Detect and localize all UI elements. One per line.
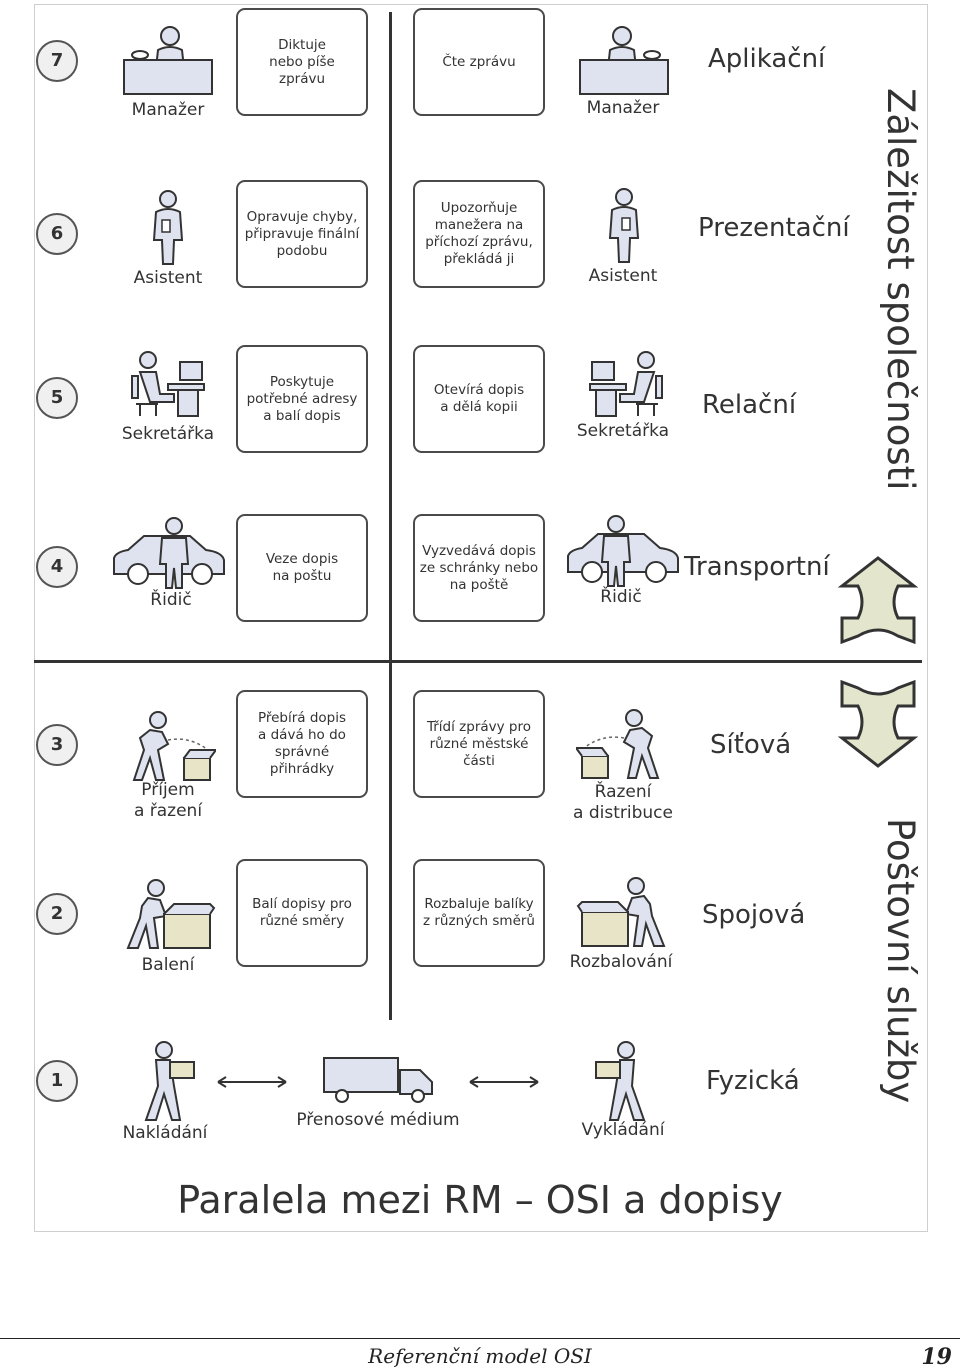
sorting-person-icon xyxy=(132,711,216,781)
layer-5-right-box: Otevírá dopis a dělá kopii xyxy=(413,345,545,453)
layer-6-right-label: Asistent xyxy=(588,266,658,286)
layer-1-right-label: Vykládání xyxy=(581,1120,665,1140)
group-divider xyxy=(34,660,922,663)
down-arrow-icon xyxy=(838,679,918,768)
group-label-bottom: Poštovní služby xyxy=(879,818,922,1104)
layer-3-number: 3 xyxy=(36,724,78,766)
layer-4-right-box: Vyzvedává dopis ze schránky nebo na pošt… xyxy=(413,514,545,622)
double-arrow-icon xyxy=(469,1076,539,1088)
medium-label: Přenosové médium xyxy=(296,1110,460,1130)
layer-6-left-box: Opravuje chyby, připravuje finální podob… xyxy=(236,180,368,288)
layer-5-right-label: Sekretářka xyxy=(576,421,670,441)
layer-7-name: Aplikační xyxy=(708,44,826,74)
layer-4-number: 4 xyxy=(36,546,78,588)
layer-6-number: 6 xyxy=(36,213,78,255)
double-arrow-icon xyxy=(217,1076,287,1088)
layer-7-number: 7 xyxy=(36,40,78,82)
layer-1-number: 1 xyxy=(36,1060,78,1102)
layer-6-right-box: Upozorňuje manežera na příchozí zprávu, … xyxy=(413,180,545,288)
up-arrow-icon xyxy=(838,556,918,645)
layer-3-right-box: Třídí zprávy pro různé městské části xyxy=(413,690,545,798)
layer-6-name: Prezentační xyxy=(698,213,850,243)
packing-person-icon xyxy=(576,877,666,947)
standing-person-icon xyxy=(608,188,640,263)
carrying-person-icon xyxy=(144,1041,195,1121)
computer-person-icon xyxy=(131,351,205,417)
layer-5-number: 5 xyxy=(36,377,78,419)
diagram-title: Paralela mezi RM – OSI a dopisy xyxy=(177,1178,783,1222)
layer-2-right-label: Rozbalování xyxy=(569,952,673,972)
layer-7-right-box: Čte zprávu xyxy=(413,8,545,116)
layer-5-left-label: Sekretářka xyxy=(121,424,215,444)
layer-3-name: Síťová xyxy=(710,730,792,760)
layer-2-number: 2 xyxy=(36,893,78,935)
layer-2-left-label: Balení xyxy=(141,955,195,975)
truck-icon xyxy=(323,1057,433,1103)
desk-person-icon xyxy=(579,26,669,95)
layer-2-left-box: Balí dopisy pro různé směry xyxy=(236,859,368,967)
layer-4-right-label: Řidič xyxy=(600,587,642,607)
layer-5-name: Relační xyxy=(702,390,797,420)
computer-person-icon xyxy=(589,351,663,417)
layer-4-name: Transportní xyxy=(684,552,830,582)
sorting-person-icon xyxy=(576,709,660,779)
packing-person-icon xyxy=(126,879,216,949)
page-number: 19 xyxy=(921,1344,952,1370)
layer-7-right-label: Manažer xyxy=(586,98,660,118)
layer-2-right-box: Rozbaluje balíky z různých směrů xyxy=(413,859,545,967)
center-divider xyxy=(389,12,392,1020)
layer-7-left-label: Manažer xyxy=(131,100,205,120)
layer-1-name: Fyzická xyxy=(706,1066,800,1096)
car-person-icon xyxy=(113,517,225,589)
desk-person-icon xyxy=(123,26,213,95)
layer-3-right-label: Řazení a distribuce xyxy=(573,782,673,823)
layer-7-left-box: Diktuje nebo píše zprávu xyxy=(236,8,368,116)
footer-rule xyxy=(0,1338,960,1339)
layer-4-left-label: Řidič xyxy=(150,590,192,610)
layer-3-left-label: Příjem a řazení xyxy=(133,780,203,821)
layer-3-left-box: Přebírá dopis a dává ho do správné přihr… xyxy=(236,690,368,798)
standing-person-icon xyxy=(152,190,184,265)
layer-6-left-label: Asistent xyxy=(133,268,203,288)
carrying-person-icon xyxy=(595,1041,646,1121)
layer-4-left-box: Veze dopis na poštu xyxy=(236,514,368,622)
car-person-icon xyxy=(567,515,679,587)
footer-text: Referenční model OSI xyxy=(368,1344,592,1368)
layer-5-left-box: Poskytuje potřebné adresy a balí dopis xyxy=(236,345,368,453)
layer-1-left-label: Nakládání xyxy=(122,1123,208,1143)
group-label-top: Záležitost společnosti xyxy=(879,88,922,491)
layer-2-name: Spojová xyxy=(702,900,806,930)
